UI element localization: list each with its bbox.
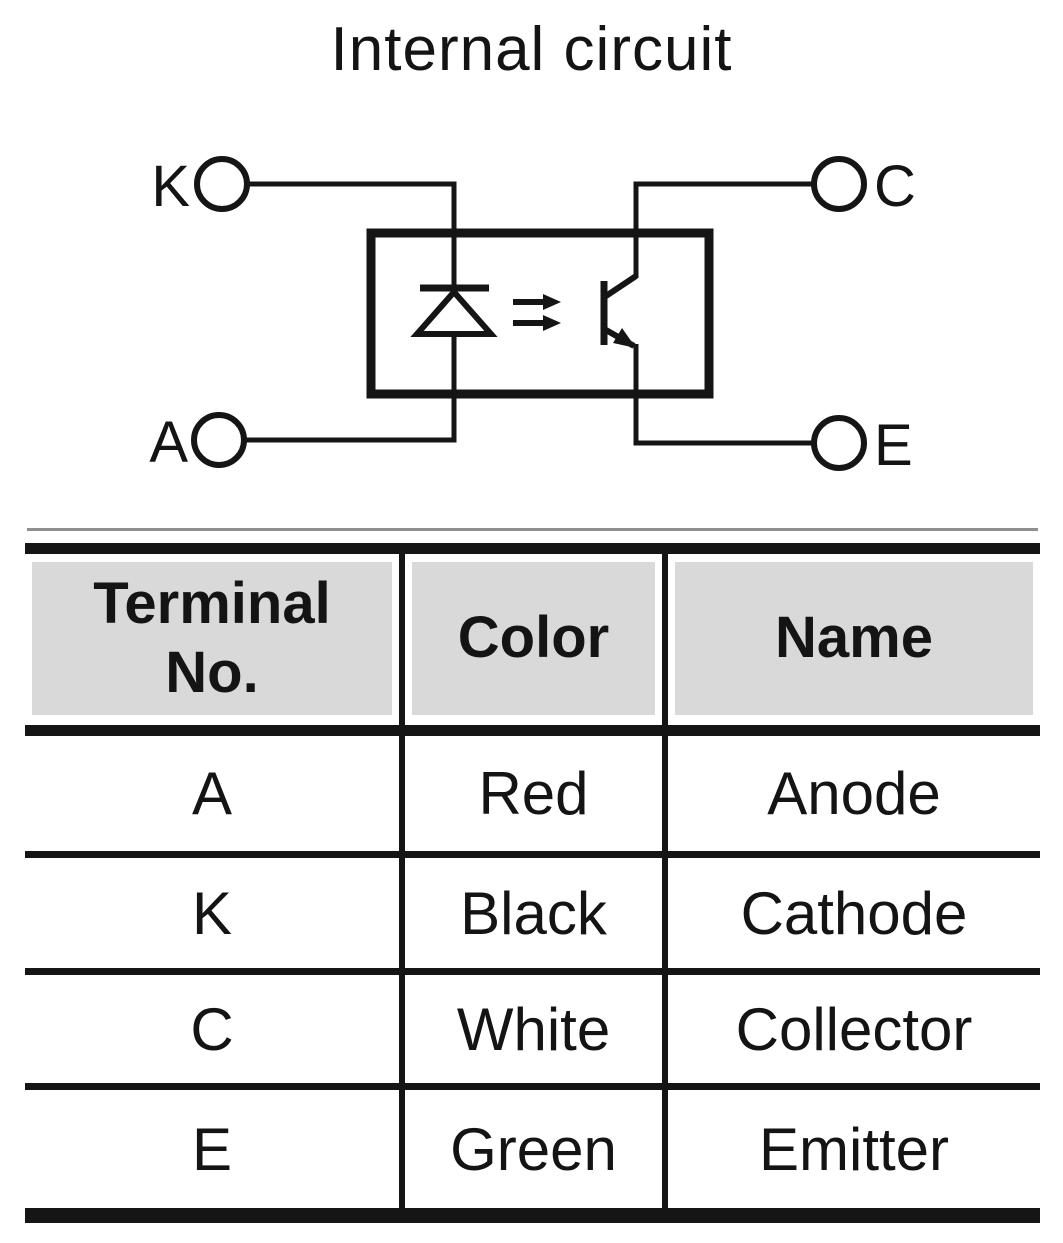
wire-k [247,181,457,288]
terminal-k-label: K [151,154,190,219]
wire-e [633,344,814,446]
terminal-e-label: E [874,413,913,478]
terminal-a-node [191,412,247,468]
cell-name: Cathode [665,851,1040,972]
terminal-c-node [811,156,867,212]
cell-color: Black [399,851,668,972]
table-top-hairline [27,528,1038,531]
cell-color: Green [399,1083,668,1216]
table-row: C White Collector [25,968,1040,1087]
header-terminal-no: Terminal No. [25,548,402,736]
cell-terminal: K [25,851,402,972]
cell-terminal: A [25,730,402,855]
terminal-k-node [194,156,250,212]
cell-color: Red [399,730,668,855]
header-color: Color [399,548,668,736]
terminal-a-label: A [149,410,188,475]
page-title: Internal circuit [330,15,733,84]
wire-a [245,334,457,443]
header-name: Name [665,548,1040,736]
terminal-e-node [811,415,867,471]
table-row: E Green Emitter [25,1083,1040,1216]
phototransistor-symbol [600,273,638,349]
cell-color: White [399,968,668,1087]
table-header-row: Terminal No. Color Name [25,548,1040,736]
internal-circuit-diagram: K A C E [149,154,916,478]
cell-terminal: E [25,1083,402,1216]
terminal-c-label: C [874,154,916,219]
cell-name: Collector [665,968,1040,1087]
cell-terminal: C [25,968,402,1087]
led-diode-symbol [410,284,498,337]
optocoupler-package-box [366,228,714,399]
light-arrows-icon [513,294,561,331]
cell-name: Anode [665,730,1040,855]
terminal-pinout-table: Terminal No. Color Name A Red Anode K Bl… [25,543,1040,1223]
table-row: A Red Anode [25,730,1040,855]
cell-name: Emitter [665,1083,1040,1216]
wire-c [633,181,814,278]
table-row: K Black Cathode [25,851,1040,972]
